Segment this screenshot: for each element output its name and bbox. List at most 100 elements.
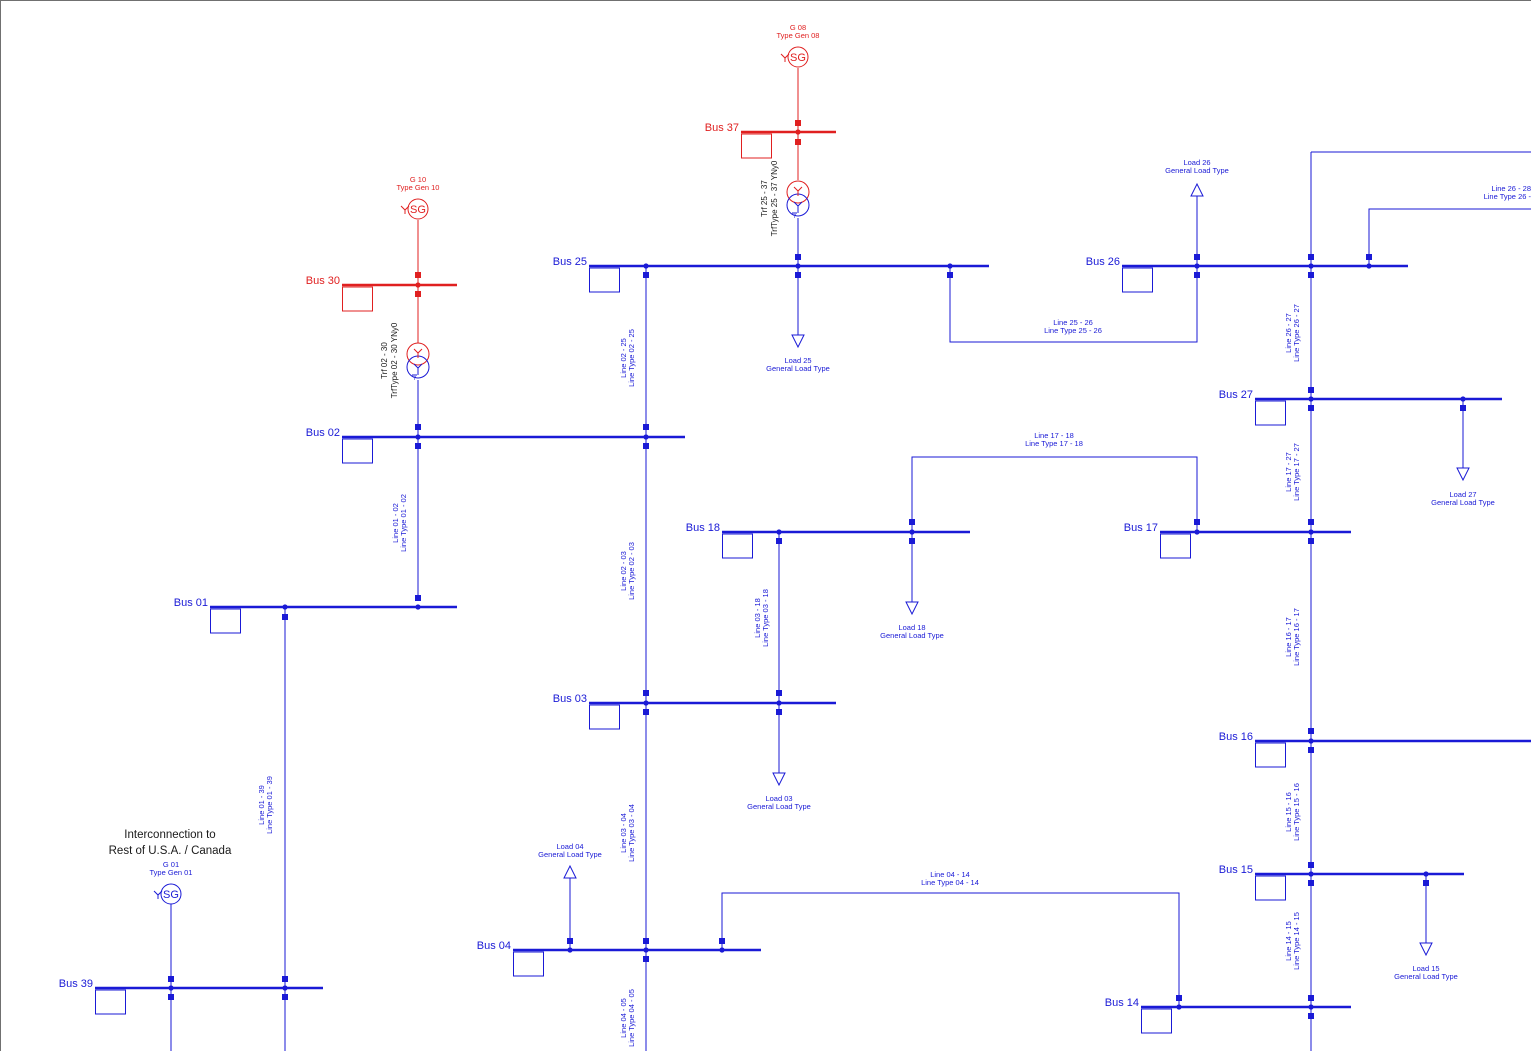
- load-type: General Load Type: [1165, 166, 1229, 175]
- bus-label: Bus 02: [306, 427, 340, 439]
- breaker-square: [643, 443, 649, 449]
- breaker-square: [1194, 519, 1200, 525]
- junction-dot: [909, 529, 915, 535]
- junction-dot: [947, 263, 953, 269]
- breaker-square: [1308, 272, 1314, 278]
- junction-dot: [1308, 871, 1314, 877]
- breaker-square: [415, 291, 421, 297]
- transformer-type: TrfType 25 - 37 YNy0: [770, 160, 779, 236]
- load-name: Load 18: [898, 623, 925, 632]
- breaker-square: [795, 272, 801, 278]
- wires-layer: [170, 68, 1531, 1051]
- line-label-l1415: Line 14 - 15: [1284, 921, 1293, 961]
- breaker-square: [282, 994, 288, 1000]
- bus-result-box: [741, 133, 772, 159]
- line-label-l1516: Line 15 - 16: [1284, 792, 1293, 832]
- generator-type: Type Gen 01: [150, 868, 193, 877]
- generator-symbol: SG: [163, 889, 179, 901]
- breaker-square: [1308, 995, 1314, 1001]
- line-label-l0304-type: Line Type 03 - 04: [627, 804, 636, 862]
- line-label-l2627-type: Line Type 26 - 27: [1292, 304, 1301, 362]
- transformer-name: Trf 02 - 30: [380, 342, 389, 379]
- breaker-square: [1308, 387, 1314, 393]
- junction-dot: [1308, 1004, 1314, 1010]
- bus-label: Bus 15: [1219, 864, 1253, 876]
- transformer-trf-02---30: [406, 342, 430, 380]
- bus-label: Bus 03: [553, 693, 587, 705]
- junction-dot: [643, 700, 649, 706]
- breaker-square: [1366, 254, 1372, 260]
- bus-label: Bus 14: [1105, 997, 1139, 1009]
- breaker-square: [1194, 254, 1200, 260]
- breaker-square: [795, 139, 801, 145]
- generator-name: G 01: [163, 860, 179, 869]
- star-winding-icon: [780, 53, 790, 62]
- breaker-square: [909, 538, 915, 544]
- connection-wire: [721, 892, 1180, 1007]
- bus-result-box: [1255, 875, 1286, 901]
- line-label-l1718-type: Line Type 17 - 18: [1025, 439, 1083, 448]
- junction-dot: [1423, 871, 1429, 877]
- breaker-square: [168, 976, 174, 982]
- load-type: General Load Type: [1431, 498, 1495, 507]
- breaker-square: [643, 709, 649, 715]
- junction-dot: [719, 947, 725, 953]
- breaker-square: [1308, 728, 1314, 734]
- line-label-l0405-type: Line Type 04 - 05: [627, 989, 636, 1047]
- bus-label: Bus 16: [1219, 731, 1253, 743]
- line-label-l2628: Line 26 - 28: [1491, 184, 1531, 193]
- junction-dot: [776, 700, 782, 706]
- junction-dot: [1460, 396, 1466, 402]
- breaker-square: [776, 538, 782, 544]
- load-name: Load 26: [1183, 158, 1210, 167]
- star-winding-icon: [153, 890, 163, 899]
- bus-label: Bus 04: [477, 940, 511, 952]
- line-label-l1617-type: Line Type 16 - 17: [1292, 608, 1301, 666]
- bus-label: Bus 30: [306, 275, 340, 287]
- load-type: General Load Type: [766, 364, 830, 373]
- line-label-l2526: Line 25 - 26: [1053, 318, 1093, 327]
- bus-label: Bus 27: [1219, 389, 1253, 401]
- breaker-square: [1308, 747, 1314, 753]
- junction-dot: [795, 129, 801, 135]
- junction-dot: [643, 263, 649, 269]
- transformer-name: Trf 25 - 37: [760, 180, 769, 217]
- breaker-square: [909, 519, 915, 525]
- symbols-layer: [153, 46, 1470, 1019]
- load-arrow-icon: [791, 334, 805, 349]
- line-label-l1516-type: Line Type 15 - 16: [1292, 783, 1301, 841]
- bus-label: Bus 26: [1086, 256, 1120, 268]
- interconnection-note-line2: Rest of U.S.A. / Canada: [109, 845, 232, 857]
- line-label-l0139-type: Line Type 01 - 39: [265, 776, 274, 834]
- junction-dot: [643, 434, 649, 440]
- bus-result-box: [1141, 1008, 1172, 1034]
- junction-dot: [1308, 738, 1314, 744]
- bus-label: Bus 25: [553, 256, 587, 268]
- load-name: Load 27: [1449, 490, 1476, 499]
- bus-label: Bus 17: [1124, 522, 1158, 534]
- breaker-square: [1308, 1013, 1314, 1019]
- junction-dot: [1308, 529, 1314, 535]
- bus-result-box: [342, 286, 373, 312]
- generator-name: G 10: [410, 175, 426, 184]
- line-label-l0225: Line 02 - 25: [619, 338, 628, 378]
- breaker-square: [415, 272, 421, 278]
- generator-g-08: [780, 46, 809, 68]
- breaker-square: [643, 938, 649, 944]
- breaker-square: [1308, 538, 1314, 544]
- line-label-l2526-type: Line Type 25 - 26: [1044, 326, 1102, 335]
- load-arrow-icon: [905, 601, 919, 616]
- breaker-square: [947, 272, 953, 278]
- breaker-square: [1423, 880, 1429, 886]
- breaker-square: [1176, 995, 1182, 1001]
- bus-label: Bus 37: [705, 122, 739, 134]
- interconnection-note-line1: Interconnection to: [124, 829, 215, 841]
- generator-type: Type Gen 08: [777, 31, 820, 40]
- bus-result-box: [210, 608, 241, 634]
- load-arrow-icon: [772, 772, 786, 787]
- bus-result-box: [1160, 533, 1191, 559]
- star-winding-icon: [793, 186, 803, 196]
- generator-g-01: [153, 883, 182, 905]
- line-label-l0304: Line 03 - 04: [619, 813, 628, 853]
